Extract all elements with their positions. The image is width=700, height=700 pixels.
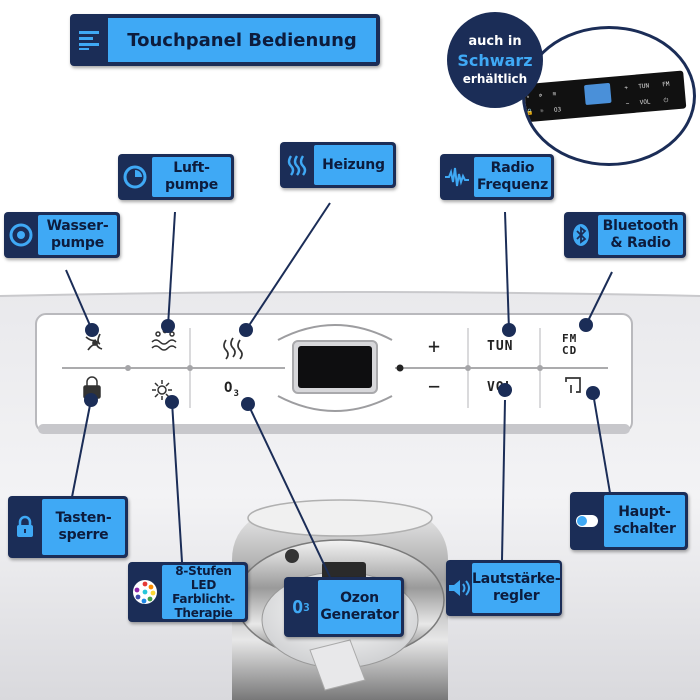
callout-label: Haupt- schalter bbox=[604, 495, 685, 547]
badge-line-2: Schwarz bbox=[457, 51, 533, 70]
svg-text:∿: ∿ bbox=[525, 93, 530, 100]
heating-icon bbox=[280, 142, 314, 188]
svg-text:FM: FM bbox=[662, 81, 670, 89]
callout-hauptschalter: Haupt- schalter bbox=[570, 492, 688, 550]
callout-radio-frequenz: Radio Frequenz bbox=[440, 154, 554, 200]
callout-label: 8-Stufen LED Farblicht- Therapie bbox=[162, 564, 245, 620]
svg-text:✲: ✲ bbox=[538, 92, 543, 99]
svg-text:⏻: ⏻ bbox=[663, 97, 669, 104]
svg-text:VOL: VOL bbox=[639, 98, 651, 106]
fm-label: FM bbox=[562, 332, 578, 345]
callout-tastensperre: Tasten- sperre bbox=[8, 496, 128, 558]
color-dots-icon bbox=[128, 562, 162, 622]
callout-label: Lautstärke- regler bbox=[472, 563, 561, 613]
callout-lautstaerke: Lautstärke- regler bbox=[446, 560, 562, 616]
pump-icon bbox=[4, 212, 38, 258]
minus-label: − bbox=[428, 374, 442, 398]
list-menu-icon bbox=[70, 14, 108, 66]
callout-heizung: Heizung bbox=[280, 142, 396, 188]
plus-label: + bbox=[428, 334, 442, 358]
pump-icon bbox=[85, 333, 103, 351]
callout-led-therapie: 8-Stufen LED Farblicht- Therapie bbox=[128, 562, 248, 622]
radio-wave-icon bbox=[440, 154, 474, 200]
callout-bluetooth: Bluetooth & Radio bbox=[564, 212, 686, 258]
speaker-icon bbox=[446, 560, 472, 616]
bluetooth-icon bbox=[564, 212, 598, 258]
svg-text:+: + bbox=[624, 84, 629, 91]
heating-icon bbox=[223, 337, 243, 360]
callout-label: Ozon Generator bbox=[318, 580, 401, 634]
callout-label: Bluetooth & Radio bbox=[598, 215, 683, 255]
ozone-label: O3 bbox=[224, 380, 240, 399]
page-title: Touchpanel Bedienung bbox=[108, 18, 376, 62]
air-pump-icon bbox=[118, 154, 152, 200]
callout-luftpumpe: Luft- pumpe bbox=[118, 154, 234, 200]
callout-label: Tasten- sperre bbox=[42, 499, 125, 555]
svg-text:≋: ≋ bbox=[552, 91, 557, 98]
badge-line-1: auch in bbox=[468, 34, 522, 49]
power-icon bbox=[565, 377, 581, 393]
badge-line-3: erhältlich bbox=[462, 72, 528, 86]
callout-label: Heizung bbox=[314, 145, 393, 185]
callout-wasserpumpe: Wasser- pumpe bbox=[4, 212, 120, 258]
svg-text:TUN: TUN bbox=[638, 82, 650, 90]
callout-label: Luft- pumpe bbox=[152, 157, 231, 197]
lock-icon bbox=[8, 496, 42, 558]
black-version-badge: auch in Schwarz erhältlich bbox=[447, 12, 543, 108]
svg-text:−: − bbox=[625, 100, 630, 107]
toggle-switch-icon bbox=[570, 492, 604, 550]
svg-text:O3: O3 bbox=[554, 106, 562, 114]
black-panel-preview: ∿ ✲ ≋ + TUN FM 🔒 ☼ O3 − VOL ⏻ bbox=[522, 26, 696, 166]
svg-text:☼: ☼ bbox=[540, 108, 545, 115]
callout-label: Wasser- pumpe bbox=[38, 215, 117, 255]
tun-label: TUN bbox=[487, 339, 514, 354]
callout-label: Radio Frequenz bbox=[474, 157, 551, 197]
svg-text:🔒: 🔒 bbox=[526, 108, 534, 117]
title-banner: Touchpanel Bedienung bbox=[70, 14, 380, 66]
cd-label: CD bbox=[562, 344, 578, 357]
